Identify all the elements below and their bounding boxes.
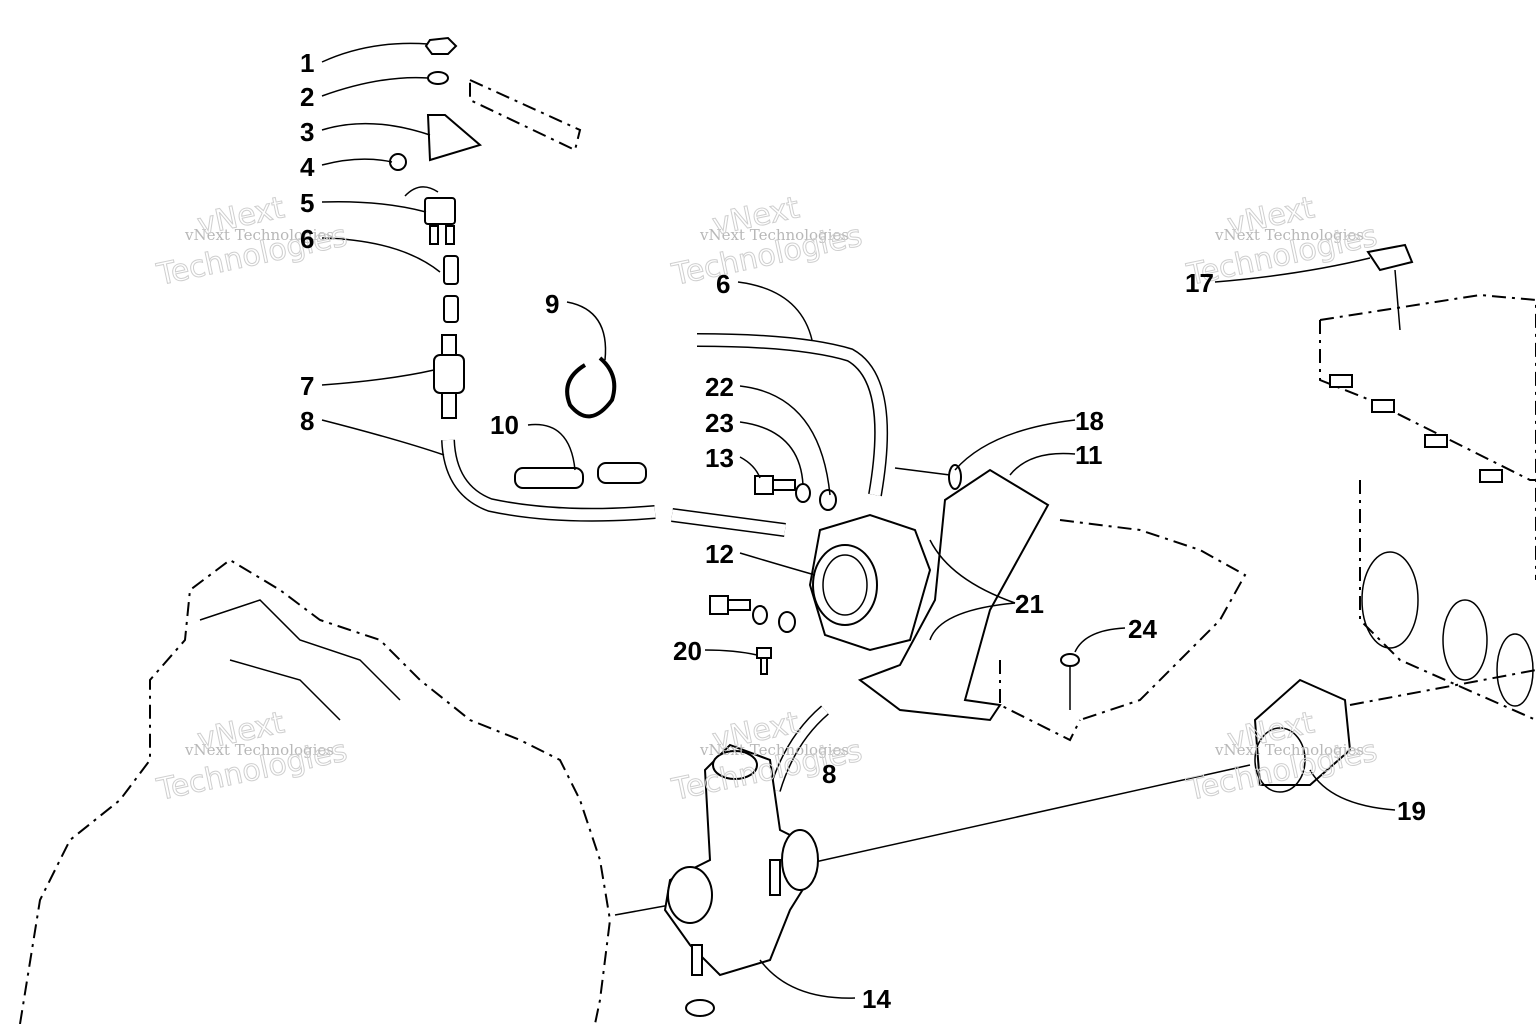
- callout-20: 20: [673, 636, 702, 666]
- callout-8-center: 8: [822, 759, 836, 789]
- callout-19: 19: [1397, 796, 1426, 826]
- callout-17: 17: [1185, 268, 1214, 298]
- grommet-part: [1060, 653, 1080, 710]
- callout-24: 24: [1128, 614, 1157, 644]
- fuel-pump-part: [808, 513, 932, 652]
- callout-14: 14: [862, 984, 891, 1014]
- fuel-valve-part: [404, 186, 456, 245]
- watermark-top-center: vNext Technologies Technologies vNext: [668, 190, 866, 294]
- clip-part: [1366, 243, 1414, 331]
- callout-21: 21: [1015, 589, 1044, 619]
- callout-12: 12: [705, 539, 734, 569]
- airbox-outline: [1319, 293, 1536, 721]
- svg-text:vNext Technologies: vNext Technologies: [699, 226, 849, 244]
- svg-text:vNext Technologies: vNext Technologies: [1214, 741, 1364, 759]
- callout-3: 3: [300, 117, 314, 147]
- svg-text:vNext Technologies: vNext Technologies: [699, 741, 849, 759]
- nut-part: [424, 36, 458, 55]
- lock-nut-part: [389, 153, 407, 171]
- callout-6-upper-left: 6: [300, 224, 314, 254]
- callout-7: 7: [300, 371, 314, 401]
- svg-text:vNext Technologies: vNext Technologies: [184, 226, 334, 244]
- callout-6-center: 6: [716, 269, 730, 299]
- callout-1: 1: [300, 48, 314, 78]
- hose-clamp-lower-part: [685, 999, 715, 1017]
- frame-rail-outline: [469, 78, 1247, 742]
- watermark-bottom-left: vNext Technologies Technologies vNext: [153, 705, 351, 809]
- hose-clamp-part: [443, 255, 459, 323]
- leader-lines: [321, 42, 1396, 999]
- callout-18: 18: [1075, 406, 1104, 436]
- callout-labels: 1 2 3 4 5 6 7 8 9 10 6 22 23 13 18 11 12…: [300, 48, 1426, 1014]
- spring-part: [514, 462, 647, 489]
- callout-5: 5: [300, 188, 314, 218]
- fuel-line-hose: [441, 333, 889, 792]
- callout-4: 4: [300, 152, 315, 182]
- callout-13: 13: [705, 443, 734, 473]
- callout-22: 22: [705, 372, 734, 402]
- callout-10: 10: [490, 410, 519, 440]
- engine-housing-outline: [19, 558, 612, 1024]
- rivet-part: [894, 464, 962, 490]
- spring-clip-part: [565, 356, 617, 419]
- mounting-bracket-part: [426, 114, 483, 162]
- callout-2: 2: [300, 82, 314, 112]
- svg-text:vNext Technologies: vNext Technologies: [184, 741, 334, 759]
- callout-23: 23: [705, 408, 734, 438]
- washer-part: [427, 71, 449, 85]
- svg-text:vNext Technologies: vNext Technologies: [1214, 226, 1364, 244]
- fuel-filter-part: [433, 334, 465, 419]
- callout-8-left: 8: [300, 406, 314, 436]
- pump-mounting-plate-part: [857, 468, 1050, 722]
- callout-9: 9: [545, 289, 559, 319]
- intake-boot-part: [614, 669, 1536, 916]
- bolt-part: [709, 475, 837, 675]
- carburetor-part: [663, 743, 819, 977]
- callout-11: 11: [1075, 440, 1103, 470]
- watermark-top-left: vNext Technologies Technologies vNext: [153, 190, 351, 294]
